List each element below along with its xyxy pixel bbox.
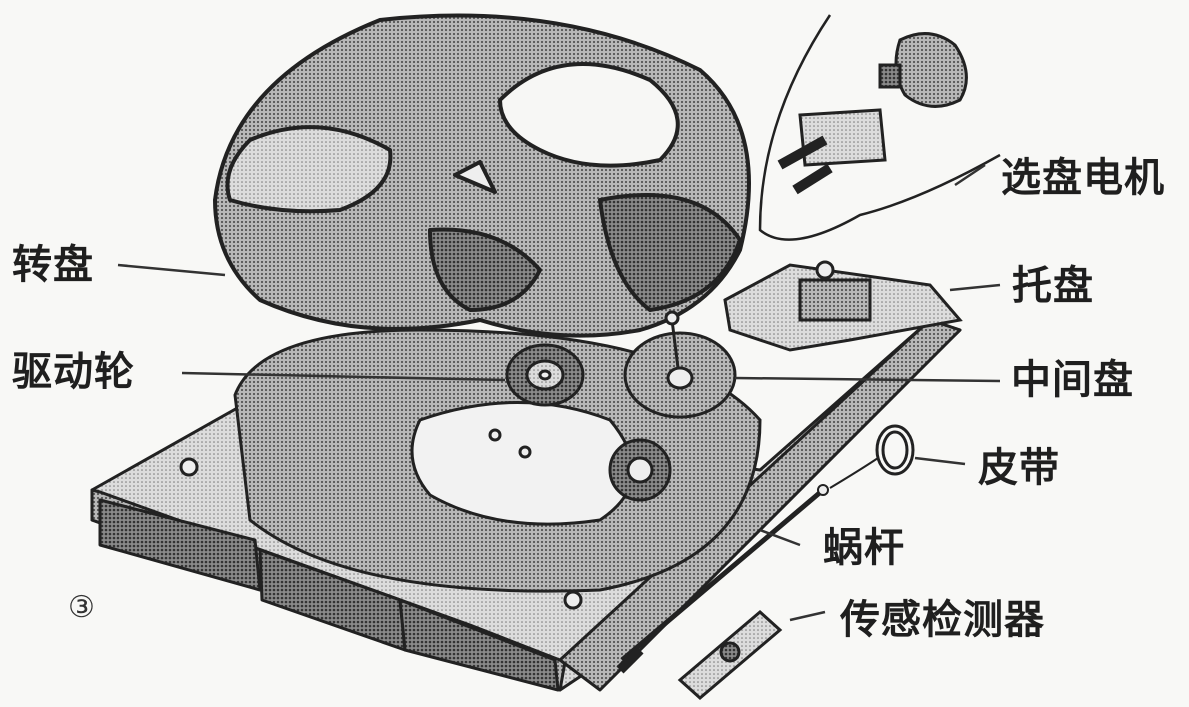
- label-tray: 托盘: [1012, 263, 1094, 309]
- belt: [875, 424, 915, 476]
- label-intermediate-disc: 中间盘: [1011, 357, 1134, 403]
- figure-number: ③: [68, 590, 95, 625]
- turntable-disc: [213, 13, 751, 338]
- label-belt: 皮带: [978, 445, 1060, 491]
- sensor-detector: [677, 610, 783, 700]
- lower-tray: [233, 328, 762, 593]
- label-drive-wheel: 驱动轮: [12, 349, 135, 395]
- drive-wheel: [505, 343, 585, 407]
- intermediate-disc: [623, 310, 737, 419]
- label-worm-screw: 蜗杆: [823, 525, 905, 571]
- tray-holder: [723, 260, 963, 352]
- leader-lines: [117, 163, 1001, 622]
- label-disc-select-motor: 选盘电机: [1001, 155, 1165, 201]
- worm-screw: [616, 457, 879, 674]
- label-sensor-detector: 传感检测器: [840, 597, 1045, 643]
- disc-select-motor: [758, 14, 1001, 241]
- label-turntable: 转盘: [12, 242, 94, 288]
